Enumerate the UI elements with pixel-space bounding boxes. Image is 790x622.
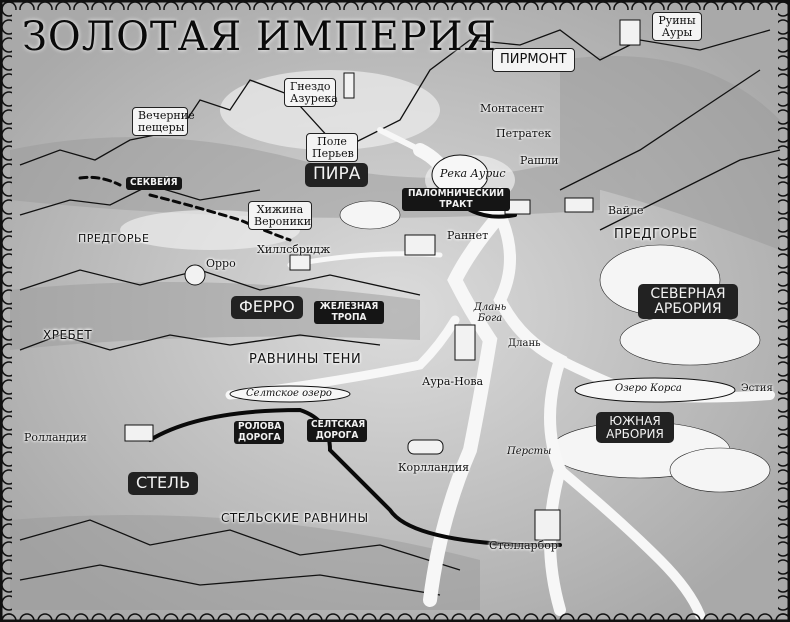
map-title: ЗОЛОТАЯ ИМПЕРИЯ	[22, 14, 497, 60]
region-north-arboria: СЕВЕРНАЯ АРБОРИЯ	[638, 284, 738, 320]
town-petratek: Петратек	[496, 127, 552, 140]
town-orro: Орро	[206, 257, 236, 270]
lakes	[229, 154, 736, 403]
label-azurek-nest: Гнездо Азурека	[284, 78, 338, 108]
water-selt-lake: Селтское озеро	[246, 388, 332, 399]
town-estia: Эстия	[741, 383, 773, 394]
road-sekveya: СЕКВЕЙЯ	[126, 177, 182, 190]
region-pira: ПИРА	[305, 163, 369, 187]
town-rollandia: Ролландия	[24, 431, 87, 444]
settlements	[124, 19, 641, 541]
water-gods-hand: Длань Бога	[473, 302, 507, 324]
water-auris-river: Река Аурис	[440, 167, 506, 180]
road-rolova: РОЛОВА ДОРОГА	[234, 421, 284, 444]
terrain-foothills-west: ПРЕДГОРЬЕ	[78, 232, 150, 245]
town-aura-nova: Аура-Нова	[422, 375, 484, 388]
label-evening-caves: Вечерние пещеры	[132, 107, 195, 137]
water-korsa-lake: Озеро Корса	[615, 383, 682, 394]
town-montasent: Монтасент	[480, 102, 544, 115]
town-dlan: Длань	[508, 338, 541, 349]
town-stellarbor: Стелларбор	[489, 539, 558, 552]
label-pirmont: ПИРМОНТ	[492, 48, 575, 72]
town-hillsbridge: Хиллсбридж	[257, 243, 331, 256]
water-fingers: Персты	[507, 446, 552, 457]
label-aura-ruins: Руины Ауры	[652, 12, 702, 42]
terrain-stel-plains: СТЕЛЬСКИЕ РАВНИНЫ	[221, 511, 369, 525]
region-stel: СТЕЛЬ	[128, 472, 199, 495]
roads	[78, 175, 562, 547]
terrain-shadow-plains: РАВНИНЫ ТЕНИ	[249, 352, 362, 367]
region-south-arboria: ЮЖНАЯ АРБОРИЯ	[596, 412, 674, 444]
town-korllandia: Корлландия	[398, 461, 470, 474]
label-feather-field: Поле Перьев	[306, 133, 358, 163]
road-pilgrim-path: ПАЛОМНИЧЕСКИЙ ТРАКТ	[402, 188, 510, 211]
road-seltskaya: СЕЛТСКАЯ ДОРОГА	[307, 419, 367, 442]
terrain-foothills-east: ПРЕДГОРЬЕ	[614, 227, 698, 242]
town-vayle: Вайле	[608, 204, 644, 217]
road-iron-path: ЖЕЛЕЗНАЯ ТРОПА	[314, 301, 384, 324]
terrain-ridge: ХРЕБЕТ	[43, 328, 93, 342]
town-rashli: Рашли	[520, 154, 559, 167]
label-veronika-hut: Хижина Вероники	[248, 201, 312, 231]
region-ferro: ФЕРРО	[231, 296, 303, 319]
town-rannet: Раннет	[447, 229, 489, 242]
